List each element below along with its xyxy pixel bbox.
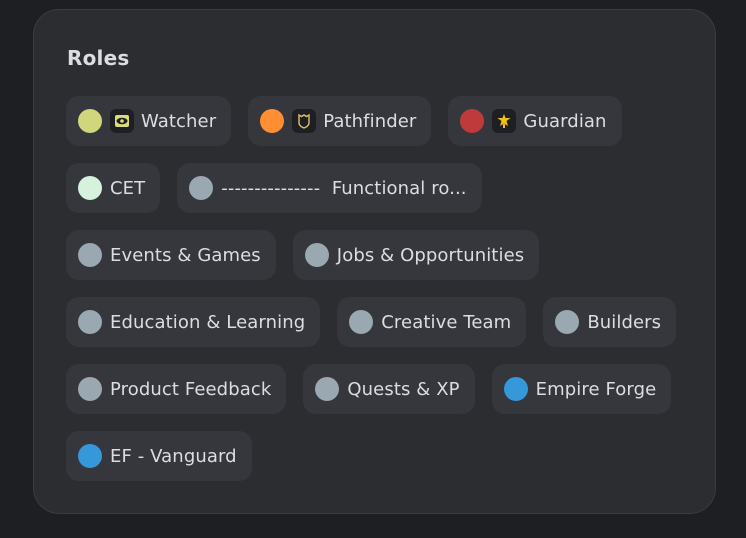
role-label: Jobs & Opportunities [336, 244, 525, 266]
role-color-dot [78, 444, 102, 468]
role-color-dot [78, 377, 102, 401]
role-label: Education & Learning [110, 311, 306, 333]
section-title: Roles [67, 46, 130, 70]
roles-row: Events & Games Jobs & Opportunities [66, 230, 696, 280]
roles-row: Watcher Pathfinder [66, 96, 696, 146]
role-chip-product-feedback[interactable]: Product Feedback [66, 364, 287, 414]
role-label: Guardian [523, 110, 607, 132]
role-chip-events-games[interactable]: Events & Games [66, 230, 276, 280]
role-label: Events & Games [110, 244, 261, 266]
role-chip-quests-xp[interactable]: Quests & XP [303, 364, 475, 414]
role-chip-watcher[interactable]: Watcher [66, 96, 232, 146]
roles-list: Watcher Pathfinder [66, 96, 696, 498]
role-chip-creative-team[interactable]: Creative Team [337, 297, 527, 347]
role-color-dot [189, 176, 214, 200]
role-chip-functional-roles[interactable]: --------------- Functional ro... [177, 163, 482, 213]
eye-icon [110, 109, 134, 133]
role-label: Pathfinder [323, 110, 417, 132]
role-color-dot [503, 377, 528, 401]
role-label: Product Feedback [110, 378, 272, 400]
role-color-dot [315, 377, 340, 401]
role-color-dot [304, 243, 329, 267]
role-chip-ef-vanguard[interactable]: EF - Vanguard [66, 431, 252, 481]
roles-row: EF - Vanguard [66, 431, 696, 481]
role-chip-jobs-opportunities[interactable]: Jobs & Opportunities [292, 230, 540, 280]
shield-icon [292, 109, 317, 133]
role-chip-empire-forge[interactable]: Empire Forge [491, 364, 672, 414]
roles-row: Education & Learning Creative Team Build… [66, 297, 696, 347]
role-chip-cet[interactable]: CET [66, 163, 161, 213]
role-chip-education-learning[interactable]: Education & Learning [66, 297, 321, 347]
role-color-dot [555, 310, 580, 334]
roles-panel: Roles Watcher [33, 9, 716, 514]
role-chip-pathfinder[interactable]: Pathfinder [248, 96, 432, 146]
role-label: --------------- Functional ro... [221, 177, 467, 199]
role-label: Builders [587, 311, 662, 333]
roles-row: CET --------------- Functional ro... [66, 163, 696, 213]
roles-row: Product Feedback Quests & XP Empire Forg… [66, 364, 696, 414]
role-label: EF - Vanguard [110, 445, 237, 467]
role-label: Watcher [141, 110, 217, 132]
role-color-dot [349, 310, 374, 334]
role-chip-builders[interactable]: Builders [543, 297, 677, 347]
role-color-dot [78, 176, 102, 200]
role-label: Empire Forge [535, 378, 657, 400]
role-label: Creative Team [381, 311, 512, 333]
role-color-dot [78, 243, 102, 267]
role-label: CET [110, 177, 146, 199]
role-label: Quests & XP [347, 378, 460, 400]
crest-icon [492, 109, 517, 133]
role-chip-guardian[interactable]: Guardian [448, 96, 622, 146]
role-color-dot [78, 109, 102, 133]
role-color-dot [260, 109, 285, 133]
role-color-dot [460, 109, 485, 133]
role-color-dot [78, 310, 102, 334]
